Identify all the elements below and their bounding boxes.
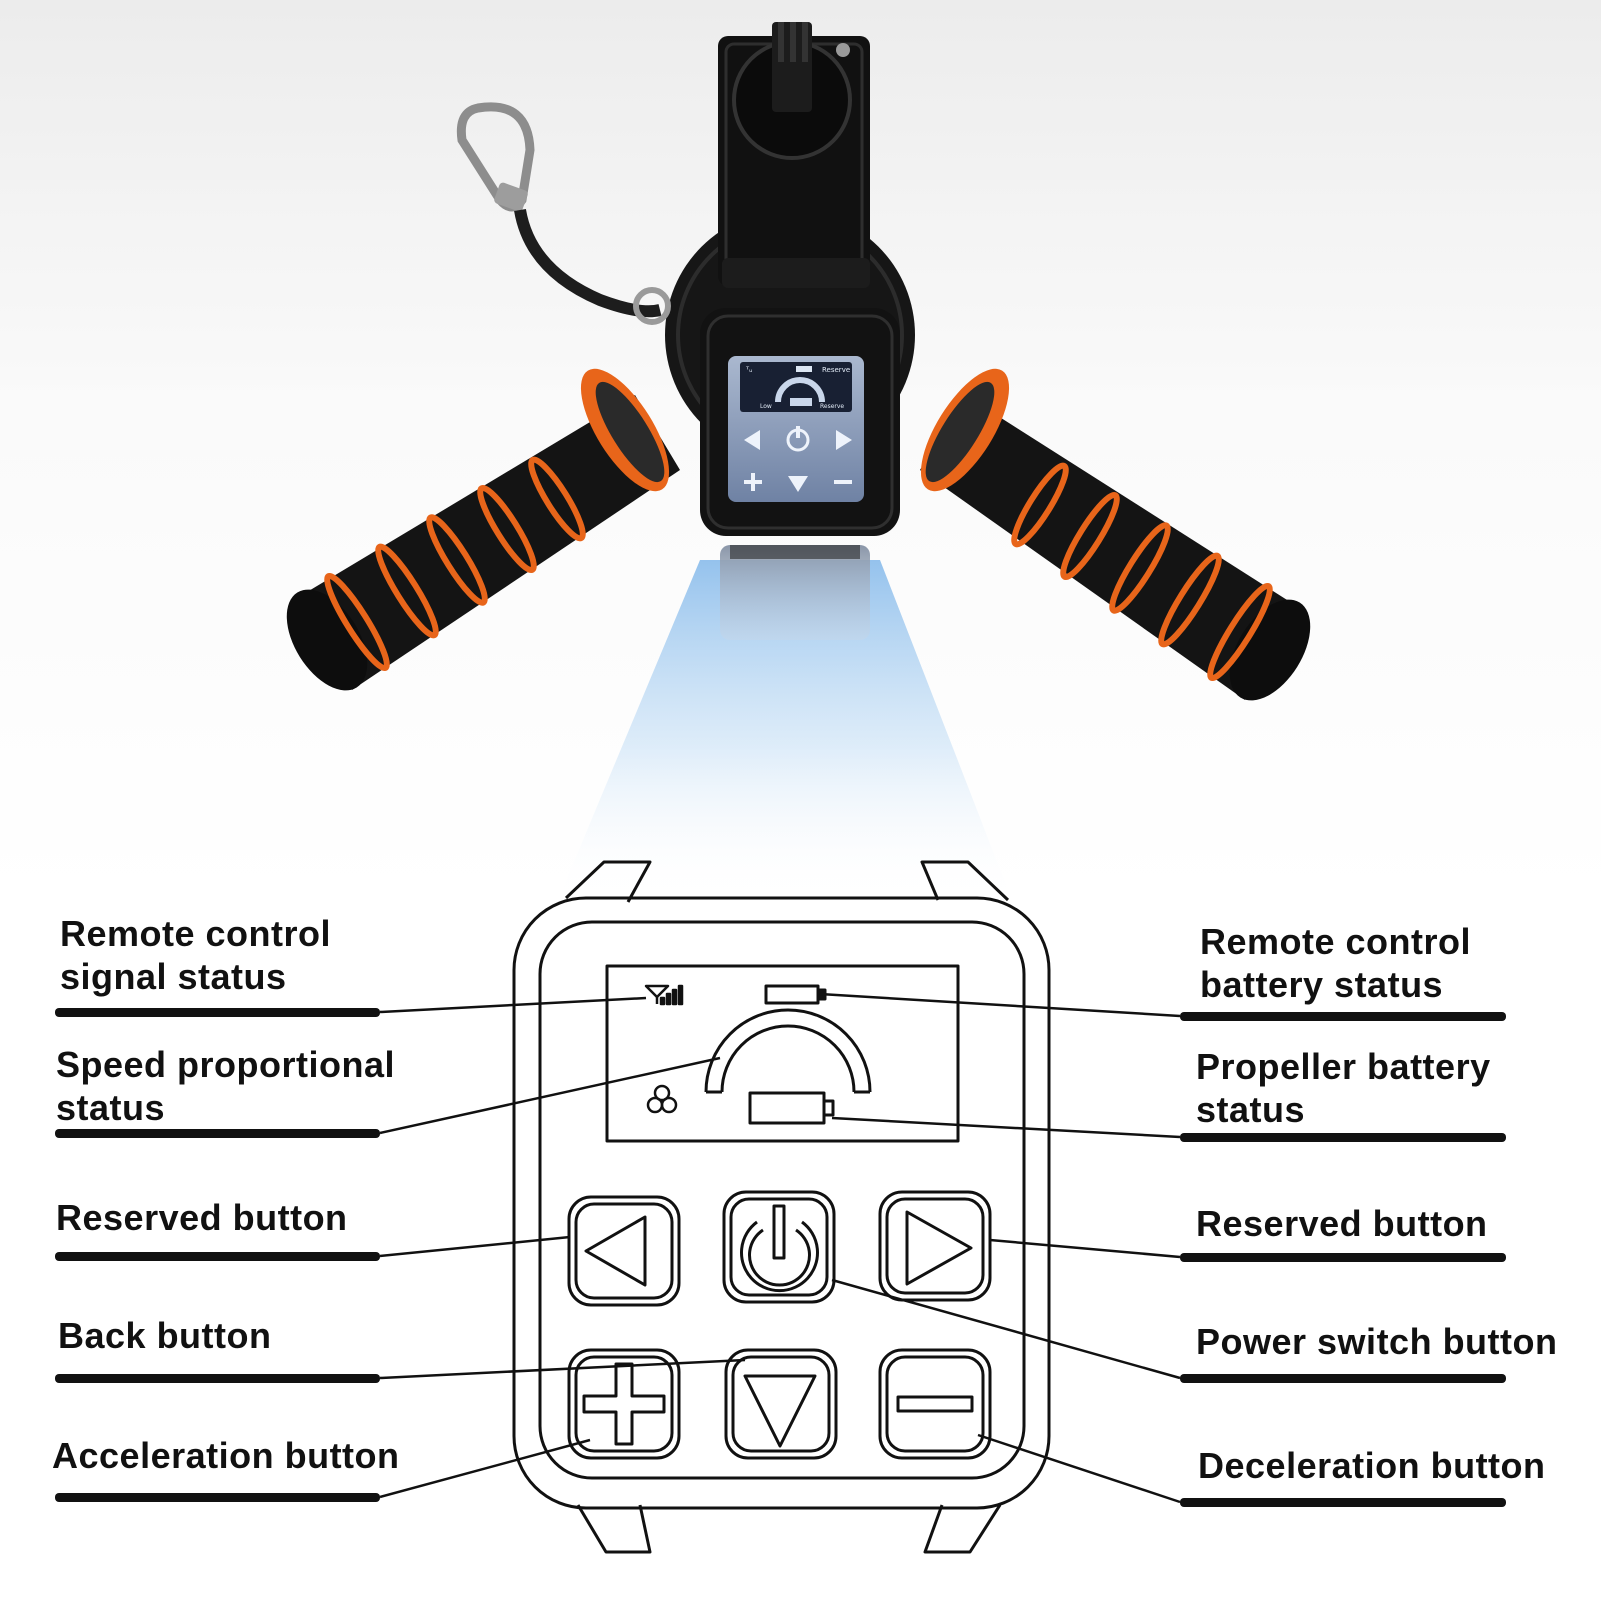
mini-label-reserve-bottom: Reserve xyxy=(820,403,844,410)
propeller-icon xyxy=(646,1084,678,1114)
callout-back: Back button xyxy=(58,1315,272,1356)
triangle-down-icon xyxy=(743,1374,817,1448)
triangle-right-icon xyxy=(905,1210,973,1286)
back-button[interactable] xyxy=(724,1348,838,1460)
speed-gauge-icon xyxy=(704,1008,872,1094)
right-handle xyxy=(920,368,1311,701)
callout-reserved-right: Reserved button xyxy=(1196,1203,1488,1244)
acceleration-button[interactable] xyxy=(567,1348,681,1460)
minus-icon xyxy=(896,1395,974,1413)
screen-outline xyxy=(605,964,960,1143)
signal-icon xyxy=(644,984,684,1006)
top-right-lug xyxy=(920,860,1010,902)
bottom-right-lug xyxy=(923,1504,1002,1554)
callout-remote-battery: Remote control battery status xyxy=(1200,921,1472,1005)
reserved-right-button[interactable] xyxy=(878,1190,992,1302)
device-photo: ᵀᵤ Reserve Low Reserve xyxy=(286,22,1311,701)
strap-mount xyxy=(718,22,870,288)
callout-reserved-left: Reserved button xyxy=(56,1197,348,1238)
outer-case xyxy=(512,896,1051,1510)
underline-bars xyxy=(55,1008,1506,1507)
callout-power-switch: Power switch button xyxy=(1196,1321,1558,1362)
left-handle xyxy=(286,368,680,691)
device-body: ᵀᵤ Reserve Low Reserve xyxy=(700,308,900,536)
light-beam xyxy=(560,560,1010,895)
inner-case xyxy=(538,920,1026,1480)
propeller-battery-icon xyxy=(748,1091,835,1125)
reserved-left-button[interactable] xyxy=(567,1195,681,1307)
schematic xyxy=(512,860,1051,1554)
battery-icon xyxy=(764,984,827,1005)
deceleration-button[interactable] xyxy=(878,1348,992,1460)
callout-deceleration: Deceleration button xyxy=(1198,1445,1546,1486)
callout-signal-status: Remote control signal status xyxy=(60,913,332,997)
power-switch-button[interactable] xyxy=(722,1190,836,1304)
plus-icon xyxy=(582,1362,666,1446)
svg-text:ᵀᵤ: ᵀᵤ xyxy=(745,365,752,374)
carabiner-icon xyxy=(456,102,671,325)
power-icon xyxy=(740,1204,819,1293)
top-left-lug xyxy=(564,860,652,903)
callout-propeller-battery: Propeller battery status xyxy=(1196,1046,1491,1130)
mini-label-reserve-top: Reserve xyxy=(822,366,850,374)
bottom-left-lug xyxy=(576,1504,652,1554)
mini-label-low: Low xyxy=(760,403,772,410)
lower-strap xyxy=(720,545,870,640)
leader-lines xyxy=(379,992,1181,1504)
callout-acceleration: Acceleration button xyxy=(52,1435,400,1476)
callout-speed-status: Speed proportional status xyxy=(56,1044,396,1128)
triangle-left-icon xyxy=(584,1215,647,1287)
